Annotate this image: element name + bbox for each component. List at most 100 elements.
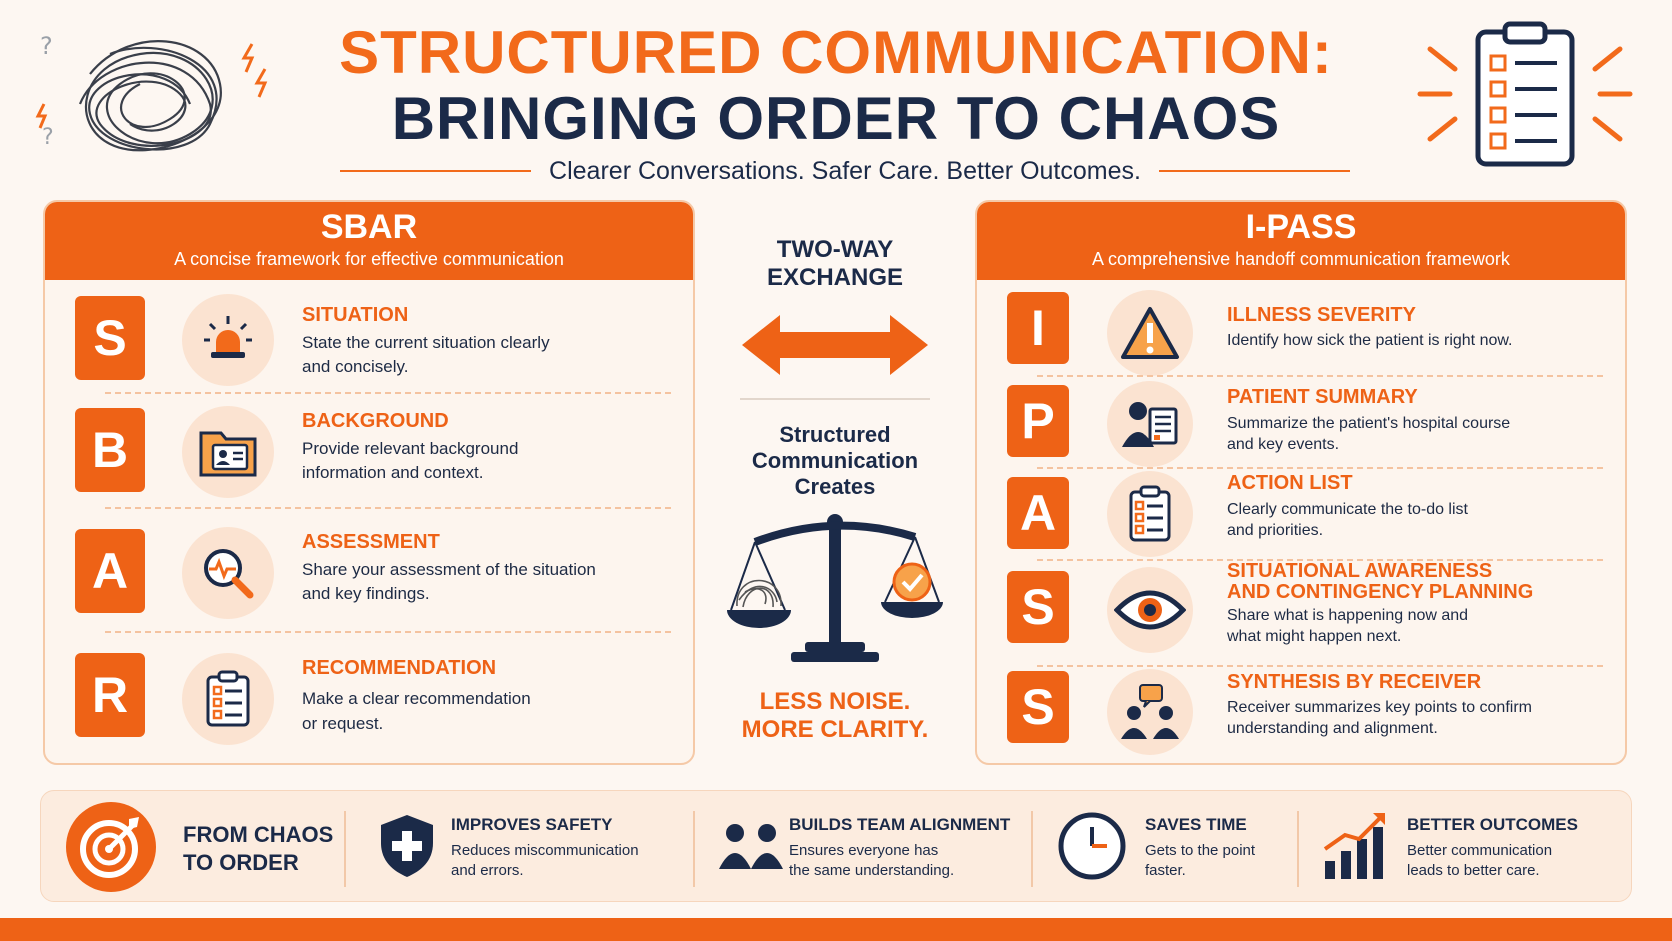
sbar-title-background: BACKGROUND [302, 410, 449, 432]
sbar-letter-b: B [75, 408, 145, 492]
sbar-panel: SBAR A concise framework for effective c… [43, 200, 695, 765]
sbar-subtitle: A concise framework for effective commun… [174, 249, 564, 269]
benefit-outcomes-title: BETTER OUTCOMES [1407, 815, 1578, 834]
ipass-row-illness: I ILLNESS SEVERITY Identify how sick the… [977, 280, 1625, 376]
desc-line: Make a clear recommendation [302, 689, 531, 708]
desc-line: understanding and alignment. [1227, 720, 1438, 737]
desc-line: Identify how sick the patient is right n… [1227, 332, 1513, 349]
subtitle-divider-left [340, 170, 532, 172]
target-icon [66, 802, 156, 892]
title-line: AND CONTINGENCY PLANNING [1227, 581, 1534, 603]
label-line: Structured [779, 422, 891, 447]
benefit-alignment-title: BUILDS TEAM ALIGNMENT [789, 815, 1011, 834]
desc-line: Share your assessment of the situation [302, 560, 596, 579]
double-arrow-icon [742, 315, 928, 375]
sbar-desc-background: Provide relevant background information a… [302, 437, 662, 485]
desc-line: information and context. [302, 463, 484, 482]
svg-text:?: ? [40, 32, 53, 60]
ipass-panel: I-PASS A comprehensive handoff communica… [975, 200, 1627, 765]
ipass-letter-s2: S [1007, 671, 1069, 743]
ipass-letter-i: I [1007, 292, 1069, 364]
benefits-strip: FROM CHAOS TO ORDER IMPROVES SAFETY Reduc… [40, 790, 1632, 902]
warning-icon [1107, 290, 1193, 376]
ipass-letter-p: P [1007, 385, 1069, 457]
from-chaos-to-order: FROM CHAOS TO ORDER [183, 821, 333, 877]
ipass-header: I-PASS A comprehensive handoff communica… [977, 202, 1625, 280]
desc-line: leads to better care. [1407, 862, 1540, 879]
label-line: MORE CLARITY. [741, 716, 929, 743]
sbar-title-assessment: ASSESSMENT [302, 531, 440, 553]
sbar-letter-r: R [75, 653, 145, 737]
ipass-letter-s1: S [1007, 571, 1069, 643]
sbar-title-situation: SITUATION [302, 304, 409, 326]
folder-profile-icon [182, 406, 274, 498]
row-divider [105, 392, 671, 394]
ipass-title-action: ACTION LIST [1227, 472, 1353, 494]
ipass-row-action: A ACTION LIST Clearly communicate the to… [977, 469, 1625, 559]
desc-line: the same understanding. [789, 862, 955, 879]
sbar-row-situation: S SITUATION State the current situation … [45, 280, 693, 392]
ipass-desc-synthesis: Receiver summarizes key points to confir… [1227, 697, 1607, 739]
desc-line: what might happen next. [1227, 628, 1402, 645]
label-line: LESS NOISE. [759, 688, 911, 715]
label-line: FROM CHAOS [183, 822, 334, 847]
benefit-time-title: SAVES TIME [1145, 815, 1247, 834]
magnifier-pulse-icon [182, 527, 274, 619]
desc-line: Gets to the point [1145, 842, 1256, 859]
desc-line: Ensures everyone has [789, 842, 939, 859]
subtitle-divider-right [1158, 170, 1351, 172]
label-line: TO ORDER [183, 850, 299, 875]
benefit-divider [1031, 811, 1033, 887]
desc-line: or request. [302, 714, 384, 733]
row-divider [1037, 375, 1603, 377]
benefit-safety-title: IMPROVES SAFETY [451, 815, 613, 834]
subtitle-row: Clearer Conversations. Safer Care. Bette… [340, 154, 1351, 188]
ipass-row-patient: P PATIENT SUMMARY Summarize the patient'… [977, 377, 1625, 467]
sbar-letter-a: A [75, 529, 145, 613]
row-divider [1037, 559, 1603, 561]
clock-icon [1058, 812, 1126, 880]
label-line: Creates [794, 474, 876, 499]
ipass-row-synthesis: S SYNTHESIS BY RECEIVER Receiver summari… [977, 667, 1625, 763]
siren-icon [182, 294, 274, 386]
header: ? ? STRUCTURED COMMUNICATION: BRINGING O… [0, 0, 1672, 195]
desc-line: Provide relevant background [302, 439, 519, 458]
desc-line: and errors. [451, 862, 524, 879]
desc-line: Clearly communicate the to-do list [1227, 501, 1468, 518]
sbar-title: SBAR [320, 208, 418, 246]
row-divider [105, 507, 671, 509]
title-line-1: STRUCTURED COMMUNICATION: [339, 19, 1333, 86]
benefit-alignment: BUILDS TEAM ALIGNMENT Ensures everyone h… [713, 791, 1013, 903]
growth-chart-icon [1323, 813, 1385, 879]
label-line: TWO-WAY [776, 236, 894, 263]
chaos-scribble-icon: ? ? [35, 32, 268, 152]
sbar-desc-recommendation: Make a clear recommendation or request. [302, 687, 662, 736]
benefit-divider [693, 811, 695, 887]
benefit-divider [1297, 811, 1299, 887]
benefit-alignment-desc: Ensures everyone has the same understandi… [789, 841, 989, 881]
sbar-header: SBAR A concise framework for effective c… [45, 202, 693, 280]
svg-text:?: ? [42, 125, 54, 150]
desc-line: and key findings. [302, 584, 430, 603]
ipass-desc-illness: Identify how sick the patient is right n… [1227, 330, 1607, 351]
sbar-desc-assessment: Share your assessment of the situation an… [302, 558, 662, 606]
clipboard-checklist-icon [1417, 21, 1633, 167]
sbar-row-recommendation: R RECOMMENDATION Make a clear recommenda… [45, 633, 693, 763]
sbar-row-assessment: A ASSESSMENT Share your assessment of th… [45, 509, 693, 631]
less-noise-label: LESS NOISE.MORE CLARITY. [700, 688, 970, 744]
desc-line: State the current situation clearly [302, 333, 550, 352]
sbar-title-recommendation: RECOMMENDATION [302, 657, 497, 679]
